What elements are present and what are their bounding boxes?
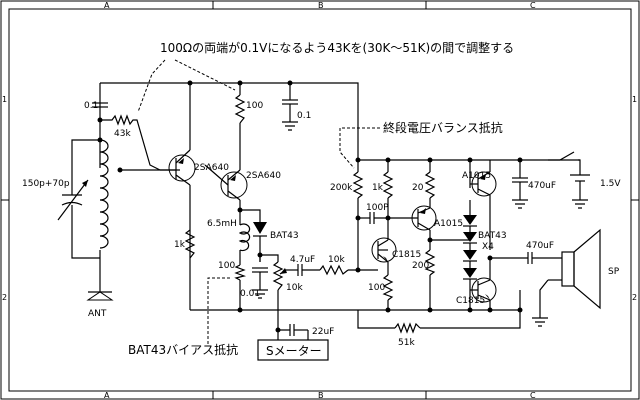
label-q-a1015-mid: A1015 — [434, 219, 463, 229]
grid-col-b-bottom: B — [318, 391, 324, 400]
ground-symbols — [252, 121, 588, 327]
label-c-001: 0.01 — [240, 289, 260, 299]
label-vc: 150p+70p — [22, 179, 70, 189]
label-d-bat43-x4: BAT43 — [478, 231, 507, 241]
diode-string-bat43-x4 — [463, 215, 477, 290]
transistor-a1015-out — [470, 171, 497, 197]
label-r-43k: 43k — [114, 129, 131, 139]
transistor-c1815-out — [470, 277, 497, 303]
label-l-6-5mh: 6.5mH — [207, 219, 237, 229]
resistor-1k — [382, 171, 394, 199]
resistor-20 — [424, 171, 436, 199]
transistor-q2-2sa640 — [220, 169, 248, 201]
resistor-100-low — [382, 274, 394, 301]
s-meter-label: Sメーター — [266, 344, 322, 358]
label-vr-10k: 10k — [286, 283, 303, 293]
grid-row-2-left: 2 — [2, 293, 7, 302]
label-q-c1815-mid: C1815 — [392, 250, 421, 260]
junction-dots — [97, 80, 523, 333]
variable-resistor-10k — [272, 261, 287, 291]
label-c-100p: 100P — [366, 203, 389, 213]
bat43-bias-note: BAT43バイアス抵抗 — [128, 342, 238, 357]
s-meter-box — [257, 339, 329, 361]
label-battery: 1.5V — [600, 179, 621, 189]
label-x4: X4 — [482, 242, 494, 252]
label-r-200: 200 — [412, 261, 429, 271]
label-r-200k: 200k — [330, 183, 353, 193]
label-q2: 2SA640 — [246, 171, 281, 181]
note-leader-100 — [174, 59, 236, 91]
bias-note-leader — [207, 277, 230, 344]
label-r-1k: 1k — [372, 183, 384, 193]
inductor-6-5mh — [238, 223, 251, 252]
variable-capacitor — [57, 179, 89, 221]
speaker-icon — [561, 228, 601, 310]
label-r-100-top: 100 — [246, 101, 263, 111]
adjust-note: 100Ωの両端が0.1Vになるよう43Kを(30K〜51K)の間で調整する — [160, 40, 514, 55]
label-ant: ANT — [88, 309, 107, 319]
transistor-a1015-mid — [411, 205, 437, 231]
transistor-c1815-mid — [371, 237, 397, 263]
grid-row-1-left: 1 — [2, 95, 7, 104]
label-c-4-7uf: 4.7uF — [290, 255, 315, 265]
label-q1: 2SA640 — [194, 163, 229, 173]
final-stage-note: 終段電圧バランス抵抗 — [383, 120, 503, 135]
label-r-100-mid: 100 — [218, 261, 235, 271]
resistor-200k — [352, 171, 364, 199]
label-speaker: SP — [608, 267, 620, 277]
resistor-100-top — [234, 94, 246, 124]
grid-col-a-bottom: A — [104, 391, 110, 400]
label-r-10k: 10k — [328, 255, 345, 265]
final-stage-leader — [339, 127, 380, 169]
label-q-c1815-out: C1815 — [456, 296, 485, 306]
grid-col-c-bottom: C — [530, 391, 536, 400]
resistor-1k-left — [184, 229, 196, 259]
tuning-coil — [99, 139, 109, 249]
diode-bat43 — [253, 222, 267, 237]
transistor-q1-2sa640 — [160, 149, 196, 186]
label-r-51k: 51k — [398, 338, 415, 348]
label-c-01-left: 0.1 — [84, 101, 98, 111]
grid-col-a-top: A — [104, 1, 110, 10]
resistor-100-mid — [234, 264, 247, 281]
grid-col-c-top: C — [530, 1, 536, 10]
label-r-20: 20 — [412, 183, 424, 193]
label-c-470uf-top: 470uF — [528, 181, 556, 191]
label-c-01-top: 0.1 — [297, 111, 311, 121]
label-c-470uf-out: 470uF — [526, 241, 554, 251]
resistor-10k — [319, 264, 349, 276]
resistor-200 — [424, 249, 436, 276]
label-c-22uf: 22uF — [312, 327, 334, 337]
label-r-100-low: 100 — [368, 283, 385, 293]
grid-col-b-top: B — [318, 1, 324, 10]
component-labels: 0.1 43k 150p+70p ANT 100 0.1 2SA640 2SA6… — [22, 101, 621, 348]
grid-row-1-right: 1 — [632, 95, 637, 104]
resistor-51k — [394, 322, 421, 334]
label-r-1k-left: 1k — [174, 240, 186, 250]
grid-row-2-right: 2 — [632, 293, 637, 302]
label-q-a1015-out: A1015 — [462, 171, 491, 181]
label-d-bat43: BAT43 — [270, 231, 299, 241]
note-leader-43k — [137, 59, 166, 113]
wiring — [71, 82, 590, 340]
